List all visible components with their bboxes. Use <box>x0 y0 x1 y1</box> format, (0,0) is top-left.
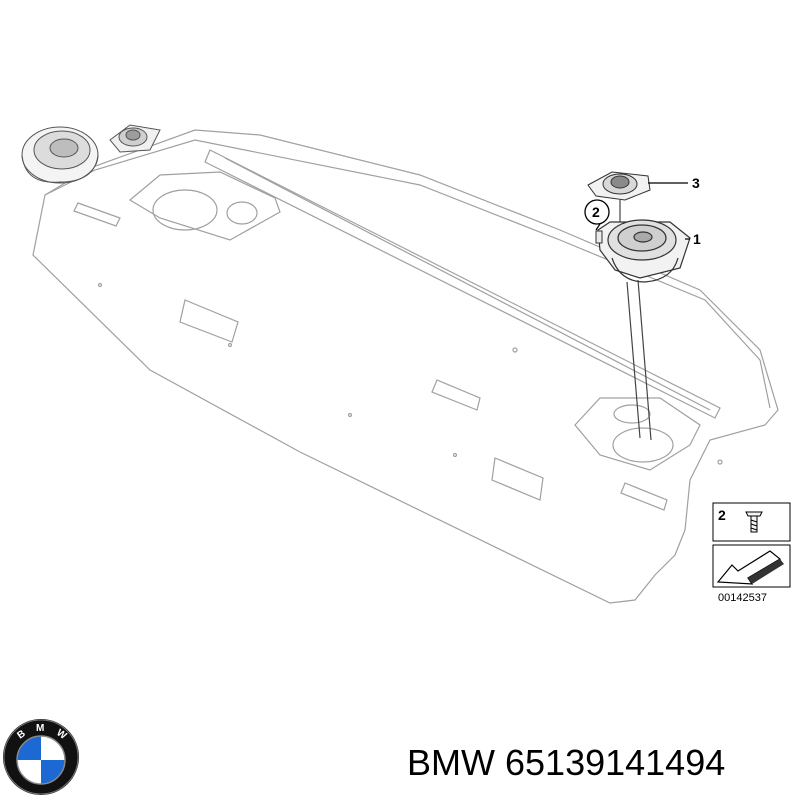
part-number: 65139141494 <box>505 742 726 783</box>
main-speaker <box>597 219 691 283</box>
woofer-speaker-left <box>21 126 99 184</box>
legend-box: 2 00142537 <box>712 502 791 604</box>
callout-1: 1 <box>693 231 701 247</box>
bmw-logo: B M W <box>3 719 79 795</box>
callout-2-marker: 2 <box>584 199 610 225</box>
reference-code: 00142537 <box>718 592 767 604</box>
part-caption: BMW 65139141494 <box>407 738 792 788</box>
screw-part <box>595 230 603 244</box>
parcel-shelf <box>32 129 779 604</box>
screw-icon <box>745 511 763 533</box>
legend-item-number: 2 <box>718 507 726 523</box>
callout-3: 3 <box>692 175 700 191</box>
direction-arrow-icon <box>716 550 784 585</box>
tweeter-speaker-left <box>109 124 161 153</box>
svg-text:M: M <box>36 723 44 734</box>
callout-2: 2 <box>592 204 600 220</box>
assembly-lines <box>619 200 652 441</box>
brand-name: BMW <box>407 742 495 783</box>
tweeter-assembly <box>587 171 651 201</box>
callout-leaders <box>595 182 690 240</box>
